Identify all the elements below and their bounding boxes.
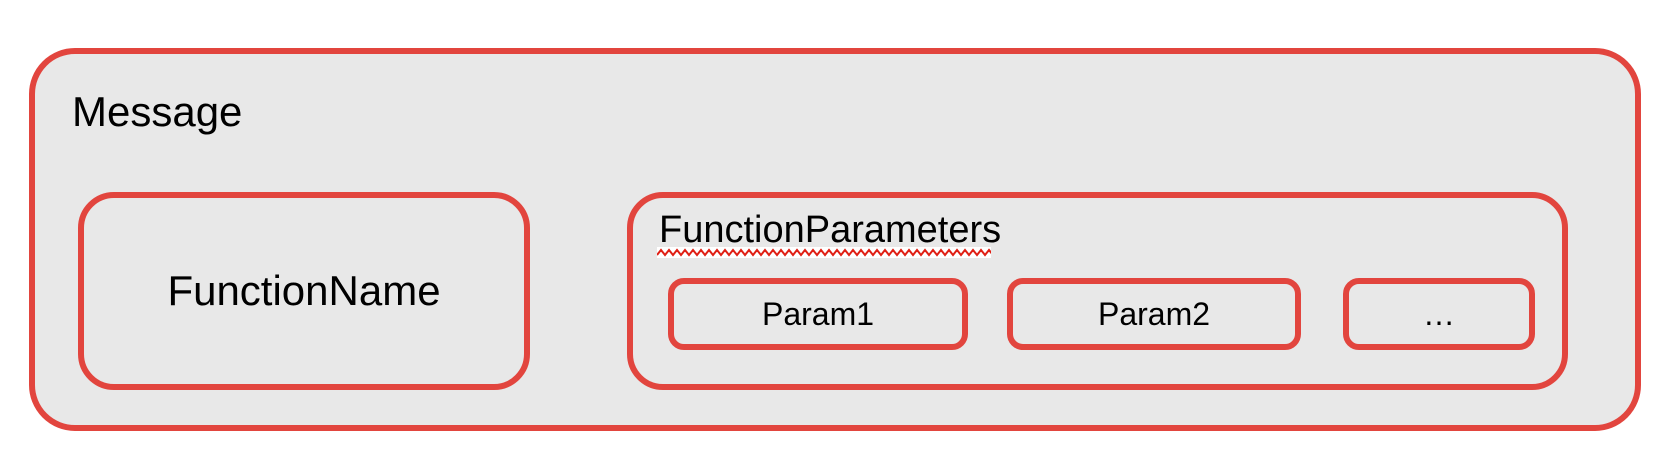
message-label: Message	[72, 88, 243, 135]
message-box: Message FunctionName FunctionParameters …	[29, 48, 1641, 431]
param-ellipsis-box: …	[1343, 278, 1535, 350]
function-parameters-box: FunctionParameters Param1 Param2 …	[627, 192, 1568, 390]
param2-label: Param2	[1097, 295, 1211, 332]
function-parameters-label: FunctionParameters	[659, 209, 1002, 251]
function-name-box: FunctionName	[78, 192, 530, 390]
spellcheck-squiggle-icon	[657, 247, 991, 258]
param2-box: Param2	[1007, 278, 1301, 350]
function-name-label: FunctionName	[167, 267, 441, 314]
param-ellipsis-label: …	[1423, 295, 1455, 332]
squiggle-path	[657, 248, 991, 257]
param1-label: Param1	[761, 295, 875, 332]
param1-box: Param1	[668, 278, 968, 350]
